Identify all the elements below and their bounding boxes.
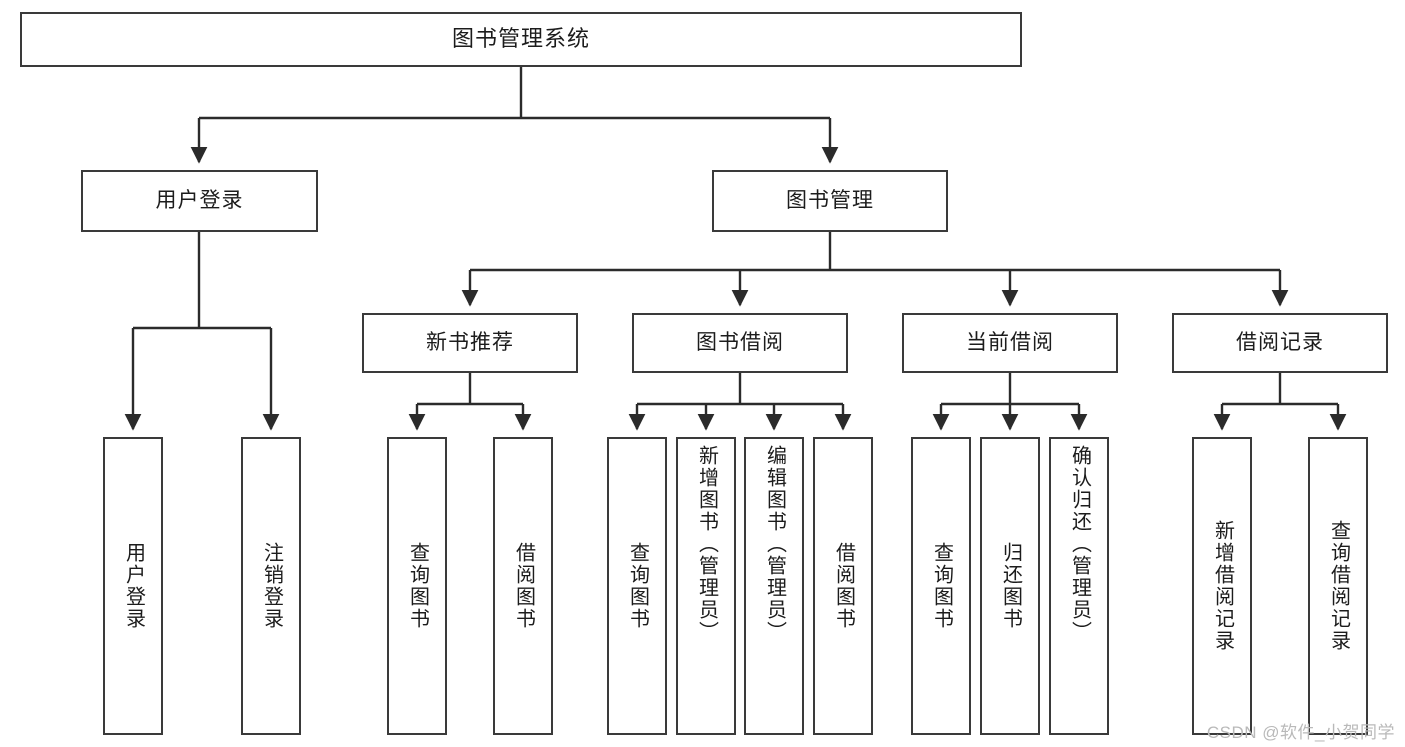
node-leaf-edit-book[interactable]: 编辑图书（管理员） xyxy=(744,437,804,735)
node-borrow-record-label: 借阅记录 xyxy=(1236,331,1324,355)
node-leaf-logout-label: 注销登录 xyxy=(260,542,283,630)
node-leaf-return-book[interactable]: 归还图书 xyxy=(980,437,1040,735)
node-leaf-add-book-label: 新增图书（管理员） xyxy=(695,445,718,643)
node-user-login[interactable]: 用户登录 xyxy=(81,170,318,232)
node-book-manage[interactable]: 图书管理 xyxy=(712,170,948,232)
node-current-borrow-label: 当前借阅 xyxy=(966,331,1054,355)
node-book-manage-label: 图书管理 xyxy=(786,189,874,213)
node-leaf-query-book-b-label: 查询图书 xyxy=(626,542,649,630)
node-leaf-query-book-a[interactable]: 查询图书 xyxy=(387,437,447,735)
node-new-book-recommend[interactable]: 新书推荐 xyxy=(362,313,578,373)
node-leaf-user-login[interactable]: 用户登录 xyxy=(103,437,163,735)
node-leaf-query-book-b[interactable]: 查询图书 xyxy=(607,437,667,735)
node-leaf-logout[interactable]: 注销登录 xyxy=(241,437,301,735)
node-book-borrow[interactable]: 图书借阅 xyxy=(632,313,848,373)
node-leaf-add-book[interactable]: 新增图书（管理员） xyxy=(676,437,736,735)
node-leaf-confirm-return-label: 确认归还（管理员） xyxy=(1068,445,1091,643)
node-book-borrow-label: 图书借阅 xyxy=(696,331,784,355)
node-leaf-query-book-c[interactable]: 查询图书 xyxy=(911,437,971,735)
node-leaf-borrow-book-a[interactable]: 借阅图书 xyxy=(493,437,553,735)
node-leaf-query-record[interactable]: 查询借阅记录 xyxy=(1308,437,1368,735)
node-leaf-return-book-label: 归还图书 xyxy=(999,542,1022,630)
node-leaf-query-book-a-label: 查询图书 xyxy=(406,542,429,630)
node-new-book-recommend-label: 新书推荐 xyxy=(426,331,514,355)
node-leaf-borrow-book-b-label: 借阅图书 xyxy=(832,542,855,630)
node-leaf-query-book-c-label: 查询图书 xyxy=(930,542,953,630)
node-user-login-label: 用户登录 xyxy=(155,189,244,213)
node-root[interactable]: 图书管理系统 xyxy=(20,12,1022,67)
node-leaf-query-record-label: 查询借阅记录 xyxy=(1327,520,1350,652)
node-root-label: 图书管理系统 xyxy=(451,26,590,52)
node-borrow-record[interactable]: 借阅记录 xyxy=(1172,313,1388,373)
node-leaf-borrow-book-a-label: 借阅图书 xyxy=(512,542,535,630)
node-leaf-add-record-label: 新增借阅记录 xyxy=(1211,520,1234,652)
node-leaf-edit-book-label: 编辑图书（管理员） xyxy=(763,445,786,643)
node-current-borrow[interactable]: 当前借阅 xyxy=(902,313,1118,373)
node-leaf-confirm-return[interactable]: 确认归还（管理员） xyxy=(1049,437,1109,735)
node-leaf-add-record[interactable]: 新增借阅记录 xyxy=(1192,437,1252,735)
node-leaf-user-login-label: 用户登录 xyxy=(122,542,145,630)
node-leaf-borrow-book-b[interactable]: 借阅图书 xyxy=(813,437,873,735)
